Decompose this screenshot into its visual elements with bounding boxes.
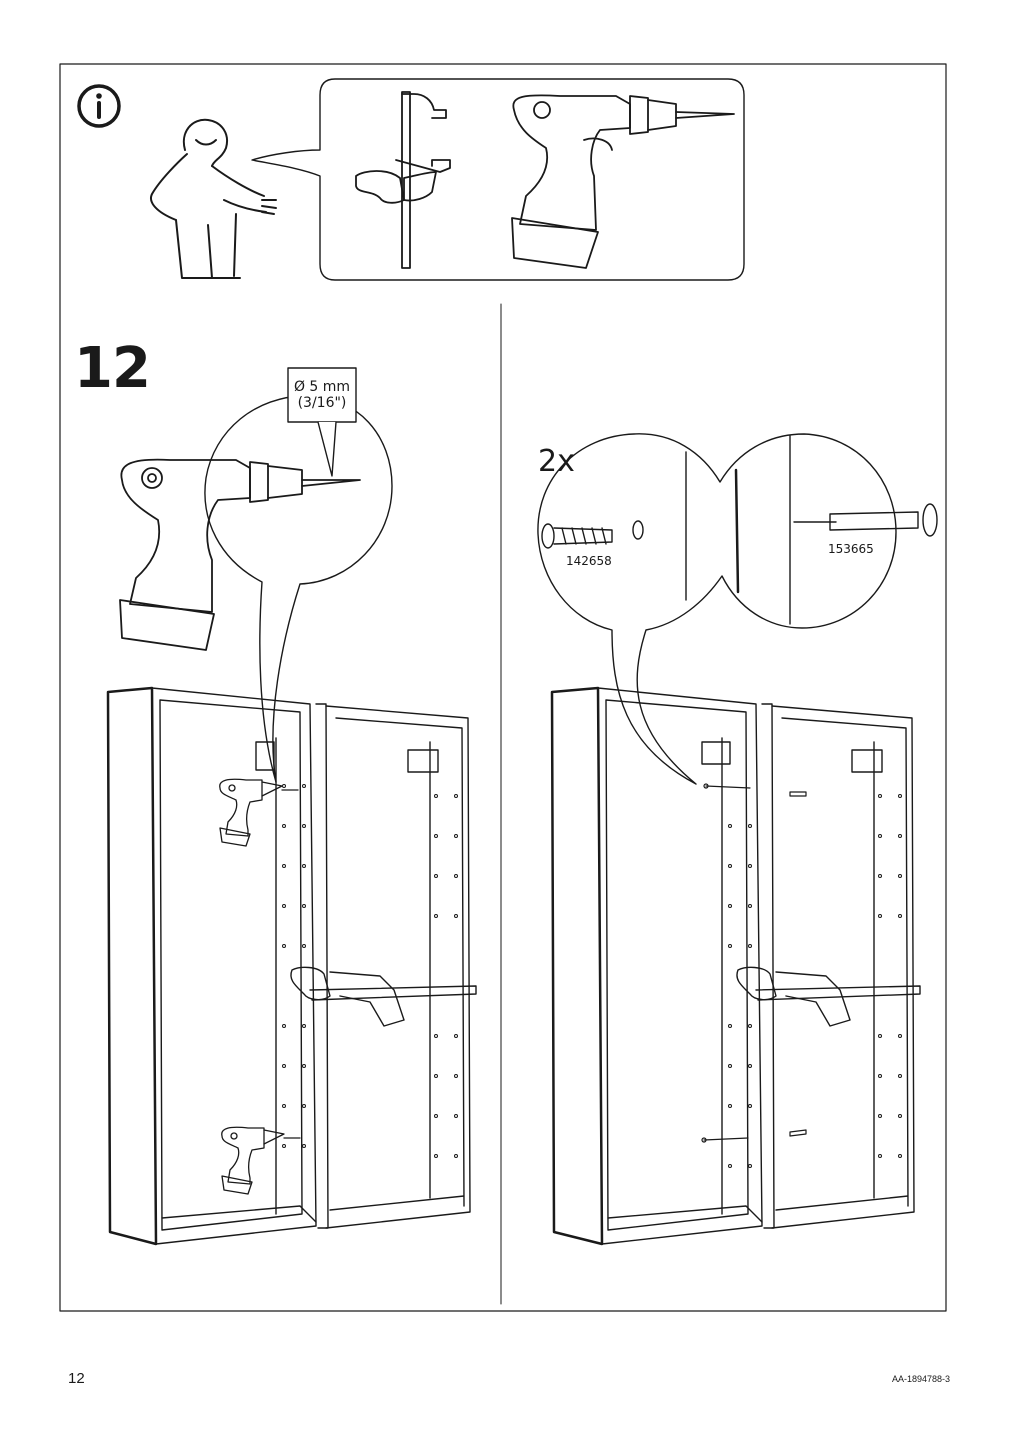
left-shelf-holes (282, 784, 458, 1158)
document-code: AA-1894788-3 (891, 1374, 950, 1384)
right-cabinet (550, 686, 915, 1246)
clamp-left (290, 966, 477, 1027)
drill-small-top (219, 778, 299, 847)
info-icon (77, 84, 121, 128)
quantity-label: 2x (538, 444, 575, 479)
clamp-icon (355, 91, 451, 269)
clamp-right (736, 966, 921, 1027)
drill-bit-label: Ø 5 mm (3/16") (290, 379, 354, 411)
person-icon (150, 118, 277, 279)
left-cabinet (106, 686, 471, 1246)
screw-detail (541, 435, 938, 625)
right-dowels (701, 783, 807, 1143)
screw-magnifier (537, 433, 897, 785)
page-number: 12 (68, 1370, 85, 1387)
step-number: 12 (74, 336, 151, 401)
drill-icon (511, 94, 735, 269)
drill-small-bottom (221, 1126, 301, 1195)
drill-bit-label-pointer (317, 421, 337, 477)
drill-bit-size-inch: (3/16") (297, 395, 347, 411)
drill-large (119, 458, 361, 651)
drill-bit-size-mm: Ø 5 mm (293, 379, 351, 395)
drill-magnifier (204, 395, 393, 783)
drill-bit-label-box (287, 367, 357, 423)
info-bubble (251, 78, 745, 281)
right-shelf-holes (728, 794, 902, 1168)
dowel-part-number: 153665 (828, 542, 874, 556)
page-frame (59, 63, 947, 1312)
screw-part-number: 142658 (566, 554, 612, 568)
